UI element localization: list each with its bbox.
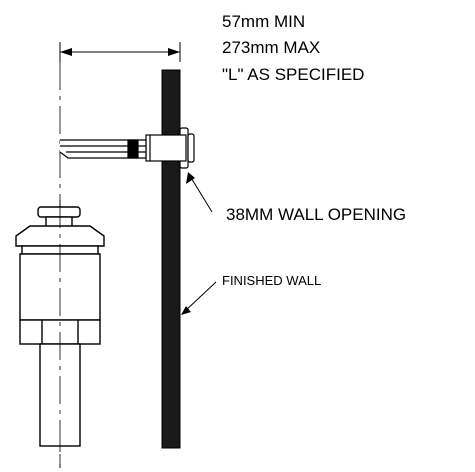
escutcheon-cap (187, 133, 195, 163)
finished-wall (161, 69, 181, 449)
wall-opening-label: 38MM WALL OPENING (226, 205, 406, 224)
dimension-max-label: 273mm MAX (222, 38, 320, 57)
dimension-arrow-right (168, 48, 180, 56)
finished-wall-label: FINISHED WALL (222, 273, 321, 288)
valve-knob (37, 206, 81, 218)
dimension-min-label: 57mm MIN (222, 12, 305, 31)
wall-callout (181, 281, 217, 315)
dimension-group (59, 42, 181, 62)
fitting-body (145, 134, 187, 162)
dimension-arrow-left (60, 48, 72, 56)
dimension-spec-label: "L" AS SPECIFIED (222, 65, 364, 84)
connector-nut (127, 139, 139, 159)
opening-callout (186, 172, 213, 213)
wall-fitting (59, 127, 195, 169)
supply-tube (59, 139, 147, 159)
